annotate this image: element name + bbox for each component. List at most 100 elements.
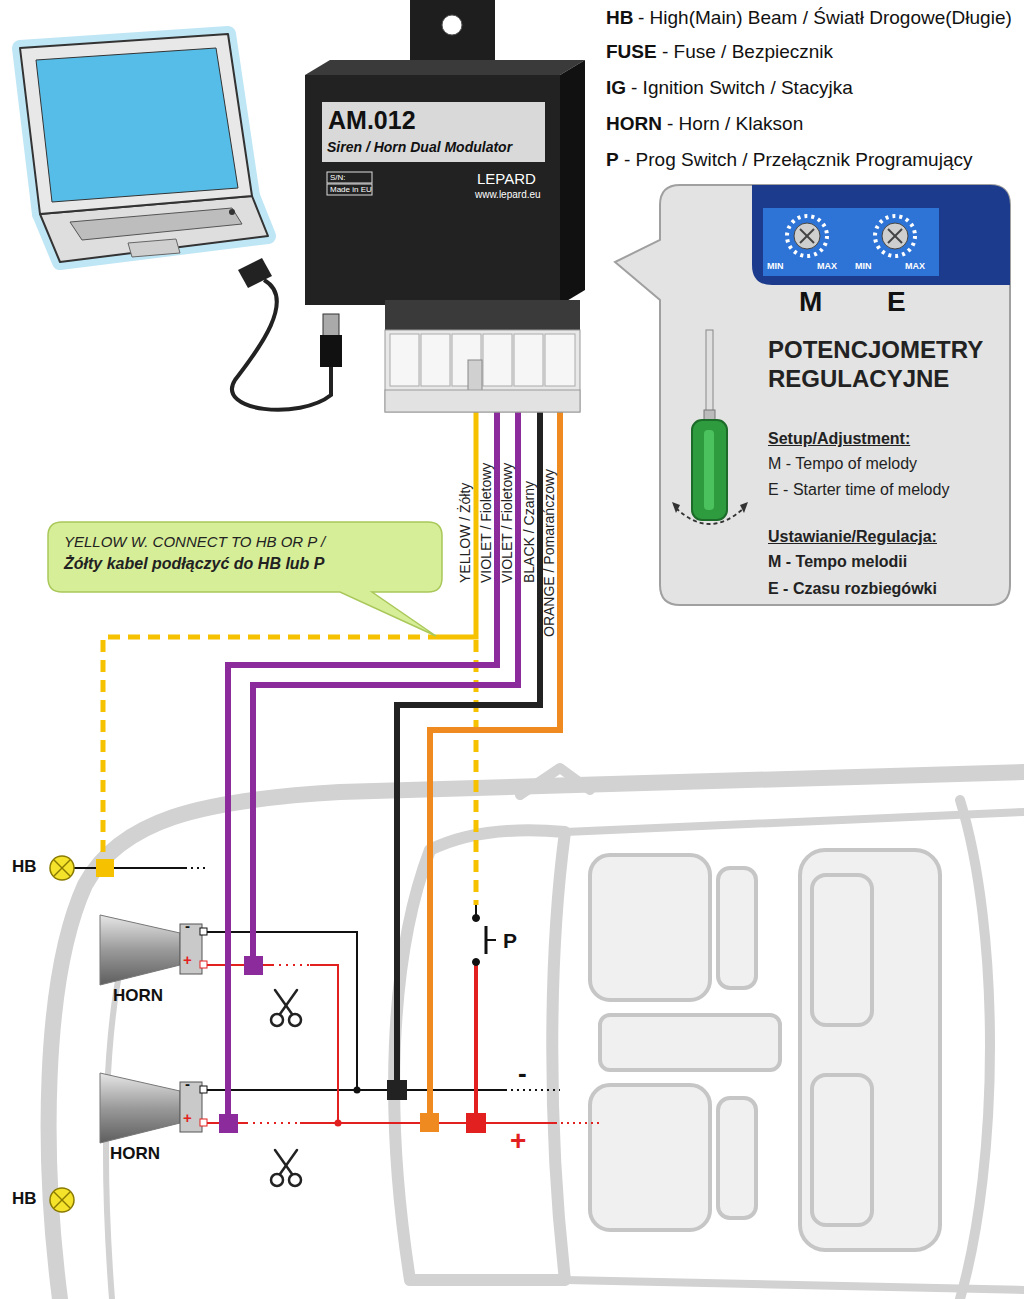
module-wires — [103, 637, 440, 860]
polarity-mark: + — [183, 951, 192, 968]
adjustment-panel: MIN MAX MIN MAX M E POTENCJOMETRY REGULACYJNE S… — [660, 185, 1010, 605]
wire-terminals — [219, 1114, 238, 1133]
legend-key: FUSE — [606, 41, 657, 63]
polarity-mark: - — [185, 917, 190, 934]
module-housing — [305, 75, 560, 305]
serial-label: S/N: — [330, 173, 346, 182]
module-housing — [385, 330, 580, 412]
origin-label: Made in EU — [330, 185, 372, 194]
car-seats — [800, 850, 940, 1250]
laptop — [20, 34, 252, 214]
screwdriver — [692, 420, 727, 520]
laptop — [128, 239, 180, 257]
part-name: HB — [12, 857, 37, 877]
horn-symbol — [100, 1073, 180, 1143]
laptop — [20, 34, 272, 288]
part-name: HORN — [113, 986, 163, 1006]
potentiometer — [888, 229, 902, 243]
potentiometer — [787, 216, 827, 256]
potentiometer — [888, 229, 902, 243]
car-outline — [49, 768, 1024, 1299]
module-wires — [103, 410, 560, 1115]
module-housing — [327, 172, 372, 183]
legend-key: P — [606, 149, 619, 171]
note-line: Żółty kabel podłączyć do HB lub P — [64, 555, 324, 573]
dial-letter: M — [799, 286, 822, 318]
potentiometer — [875, 216, 915, 256]
wire-terminals — [387, 1080, 407, 1100]
polarity-mark: - — [518, 1060, 527, 1086]
horn-wires — [74, 867, 185, 869]
high-beam-lamp — [54, 860, 70, 876]
module-wires — [397, 410, 540, 1080]
scissors-symbol — [271, 990, 301, 1186]
panel-heading: POTENCJOMETRY REGULACYJNE — [768, 335, 1008, 393]
horn-symbol — [180, 1082, 202, 1132]
laptop — [36, 48, 238, 202]
module-wires — [253, 410, 518, 956]
laptop — [70, 208, 242, 240]
wire-terminals — [96, 859, 114, 877]
scissors-symbol — [275, 990, 292, 1014]
horn-wires — [310, 965, 338, 1123]
legend-key: HB — [606, 7, 633, 29]
potentiometer — [763, 208, 851, 276]
laptop — [229, 209, 235, 215]
module-housing — [442, 15, 462, 35]
car-outline — [565, 812, 1024, 832]
car-outline — [394, 830, 565, 1280]
horn-symbol — [100, 915, 180, 985]
scissors-symbol — [271, 1014, 283, 1026]
potentiometer — [882, 223, 908, 249]
module-housing — [305, 0, 585, 412]
prog-switch-symbol — [473, 915, 497, 966]
screwdriver — [672, 502, 680, 513]
legend-text: - Prog Switch / Przełącznik Programujący — [624, 149, 972, 171]
potentiometer — [800, 229, 814, 243]
legend-text: - Ignition Switch / Stacyjka — [631, 77, 853, 99]
dial-max: MAX — [817, 261, 837, 271]
wire-terminals — [420, 1113, 439, 1132]
brand-name: LEPARD — [477, 170, 536, 187]
horn-wires — [246, 1122, 300, 1124]
dial-letter: E — [887, 286, 906, 318]
module-housing — [385, 300, 580, 330]
usb-plug — [320, 314, 342, 367]
module-wires — [228, 410, 497, 1114]
dial-min: MIN — [855, 261, 872, 271]
junction-dot — [354, 1087, 361, 1094]
dial-min: MIN — [767, 261, 784, 271]
horn-symbol — [200, 1086, 207, 1093]
module-wires — [474, 965, 478, 1115]
usb-plug — [323, 314, 339, 336]
horn-symbol — [200, 928, 207, 935]
car-seats — [718, 1098, 756, 1218]
car-seats — [600, 1015, 780, 1070]
part-name: HORN — [110, 1144, 160, 1164]
polarity-mark: + — [510, 1127, 526, 1155]
prog-switch-symbol — [486, 939, 496, 941]
wire-color: YELLOW / Żółty — [457, 483, 473, 583]
wire-terminals — [244, 956, 263, 975]
legend-text: - Horn / Klakson — [667, 113, 803, 135]
section-heading: Setup/Adjustment: — [768, 430, 910, 448]
module-housing — [390, 334, 419, 386]
module-housing — [305, 60, 585, 75]
module-housing — [322, 102, 545, 162]
car-seats — [812, 1075, 872, 1225]
horn-wires — [475, 905, 477, 915]
potentiometer — [800, 229, 814, 243]
potentiometer — [851, 208, 939, 276]
car-seats — [590, 855, 710, 1000]
horn-symbol — [200, 961, 207, 968]
scissors-symbol — [275, 1150, 292, 1174]
dial-max: MAX — [905, 261, 925, 271]
scissors-symbol — [271, 1174, 283, 1186]
note-bubble: YELLOW W. CONNECT TO HB OR P /Żółty kabe… — [48, 522, 442, 592]
part-name: P — [503, 929, 517, 953]
legend-text: - Fuse / Bezpiecznik — [662, 41, 833, 63]
car-outline — [520, 768, 590, 795]
horn-wires — [185, 867, 205, 869]
screwdriver — [672, 330, 748, 524]
wire-color: VIOLET / Fioletowy — [499, 463, 515, 583]
